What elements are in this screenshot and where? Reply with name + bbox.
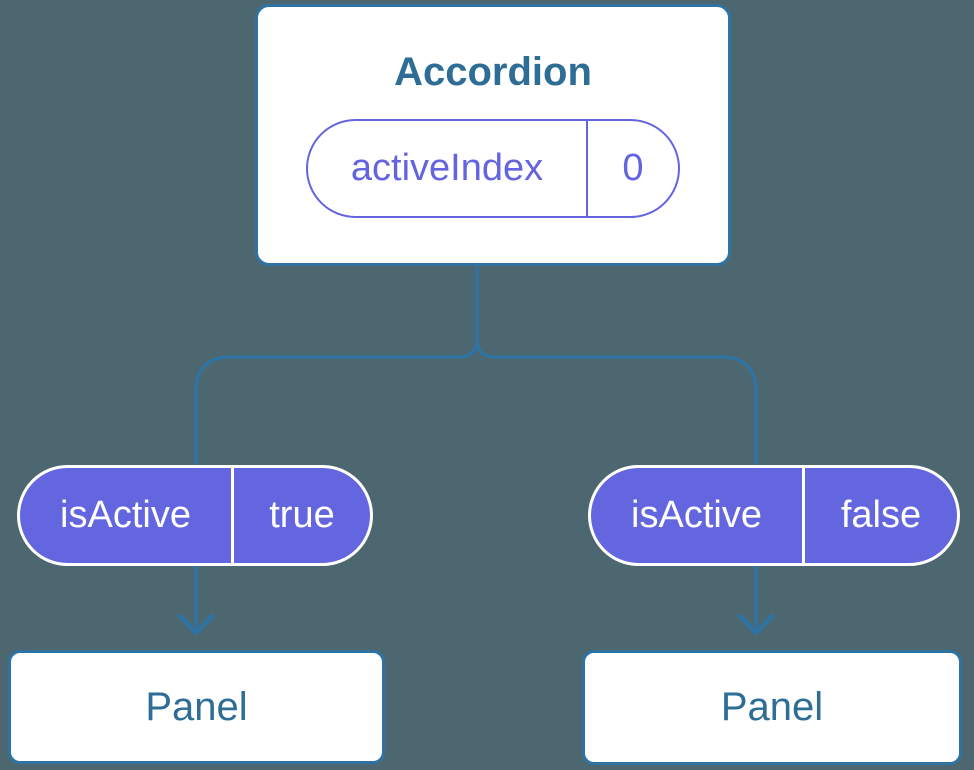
pill-divider bbox=[231, 468, 234, 563]
tree-branch-left-line bbox=[194, 267, 479, 466]
prop-pill-is-active-false: isActive false bbox=[588, 465, 960, 566]
prop-name: isActive bbox=[631, 494, 762, 536]
tree-branch-right-line bbox=[475, 267, 758, 466]
pill-divider bbox=[802, 468, 805, 563]
prop-value: false bbox=[840, 494, 922, 536]
state-name: activeIndex bbox=[350, 147, 544, 189]
panel-component-card-right: Panel bbox=[582, 650, 962, 765]
arrow-down-right-icon bbox=[737, 613, 775, 636]
arrow-down-left-icon bbox=[177, 613, 215, 636]
prop-name: isActive bbox=[60, 494, 191, 536]
panel-component-card-left: Panel bbox=[8, 650, 385, 764]
pill-divider bbox=[586, 121, 588, 216]
accordion-component-card: Accordion activeIndex 0 bbox=[255, 4, 731, 266]
component-title: Accordion bbox=[394, 50, 592, 94]
prop-value: true bbox=[269, 494, 335, 536]
state-pill-active-index: activeIndex 0 bbox=[306, 119, 680, 218]
prop-pill-is-active-true: isActive true bbox=[17, 465, 373, 566]
state-value: 0 bbox=[622, 147, 644, 189]
component-title: Panel bbox=[720, 685, 824, 729]
component-title: Panel bbox=[145, 684, 248, 729]
